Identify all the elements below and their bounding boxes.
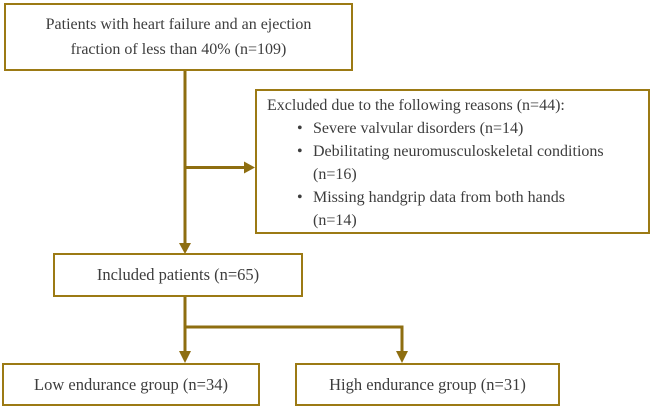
excluded-item-3-line-2: (n=14) — [313, 212, 357, 229]
arrowhead-into-excluded — [244, 161, 255, 174]
bullet-icon: • — [297, 189, 303, 206]
box-low-endurance: Low endurance group (n=34) — [2, 363, 260, 406]
excluded-item: • Missing handgrip data from both hands … — [267, 186, 644, 232]
excluded-item-3-line-1: Missing handgrip data from both hands — [313, 189, 565, 206]
population-line-2: fraction of less than 40% (n=109) — [70, 41, 287, 58]
excluded-item-1-line-1: Severe valvular disorders (n=14) — [313, 120, 524, 137]
population-line-1: Patients with heart failure and an eject… — [45, 16, 312, 33]
box-included: Included patients (n=65) — [53, 253, 303, 297]
excluded-item: • Severe valvular disorders (n=14) — [267, 117, 644, 140]
excluded-title: Excluded due to the following reasons (n… — [267, 97, 565, 114]
box-high-endurance: High endurance group (n=31) — [295, 363, 560, 406]
excluded-item: • Debilitating neuromusculoskeletal cond… — [267, 140, 644, 186]
arrowhead-into-high — [396, 351, 408, 363]
high-endurance-label: High endurance group (n=31) — [329, 374, 526, 394]
box-excluded: Excluded due to the following reasons (n… — [255, 89, 650, 234]
excluded-item-2-line-1: Debilitating neuromusculoskeletal condit… — [313, 143, 604, 160]
bullet-icon: • — [297, 120, 303, 137]
included-label: Included patients (n=65) — [96, 265, 260, 284]
arrowhead-into-low — [179, 351, 191, 363]
low-endurance-label: Low endurance group (n=34) — [34, 374, 228, 394]
excluded-item-2-line-2: (n=16) — [313, 166, 357, 183]
box-population: Patients with heart failure and an eject… — [4, 3, 353, 71]
bullet-icon: • — [297, 143, 303, 160]
connector-included-to-high — [185, 325, 404, 352]
